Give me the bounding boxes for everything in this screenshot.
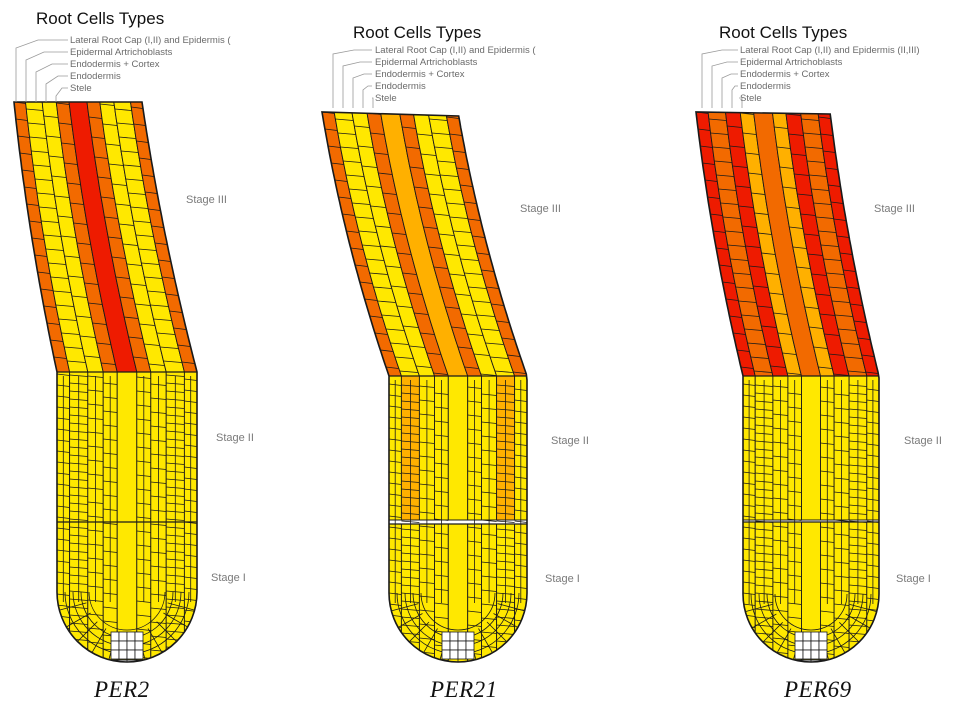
panel-per69: Root Cells Types Lateral Root Cap (I,II)… (696, 23, 942, 702)
root-cells (322, 112, 527, 662)
panel-title: Root Cells Types (36, 9, 164, 28)
legend-item-stele: Stele (740, 93, 762, 104)
root-diagram (696, 112, 879, 662)
gene-label: PER69 (783, 677, 852, 702)
stage-ii-label: Stage II (216, 432, 254, 444)
quiescent-centre (111, 632, 143, 659)
legend-item-artrichoblasts: Epidermal Artrichoblasts (70, 47, 173, 58)
tissue-column (448, 376, 467, 520)
legend-item-artrichoblasts: Epidermal Artrichoblasts (375, 57, 478, 68)
panel-title: Root Cells Types (719, 23, 847, 42)
root-diagram (14, 102, 197, 662)
tissue-column (117, 372, 137, 522)
legend-item-cap-epidermis: Lateral Root Cap (I,II) and Epidermis ( (70, 35, 231, 46)
panel-title: Root Cells Types (353, 23, 481, 42)
stage-iii-label: Stage III (186, 194, 227, 206)
legend-item-cortex: Endodermis + Cortex (740, 69, 830, 80)
legend-item-cortex: Endodermis + Cortex (375, 69, 465, 80)
root-cells (14, 102, 197, 662)
stage-i-label: Stage I (545, 573, 580, 585)
panel-per2: Root Cells Types Lateral Root Cap (I,II)… (14, 9, 254, 702)
stage-ii-label: Stage II (904, 435, 942, 447)
legend-item-cap-epidermis: Lateral Root Cap (I,II) and Epidermis (I… (740, 45, 920, 56)
legend-item-endodermis: Endodermis (70, 71, 121, 82)
root-diagram (322, 112, 527, 662)
legend-item-cortex: Endodermis + Cortex (70, 59, 160, 70)
legend-item-artrichoblasts: Epidermal Artrichoblasts (740, 57, 843, 68)
legend-item-endodermis: Endodermis (740, 81, 791, 92)
gene-label: PER21 (429, 677, 498, 702)
legend-item-stele: Stele (70, 83, 92, 94)
gene-label: PER2 (93, 677, 150, 702)
stage-ii-label: Stage II (551, 435, 589, 447)
legend-item-endodermis: Endodermis (375, 81, 426, 92)
legend-item-cap-epidermis: Lateral Root Cap (I,II) and Epidermis ( (375, 45, 536, 56)
stage-i-label: Stage I (211, 572, 246, 584)
legend: Lateral Root Cap (I,II) and Epidermis (I… (702, 45, 920, 108)
legend: Lateral Root Cap (I,II) and Epidermis ( … (16, 35, 231, 102)
tissue-column (802, 376, 821, 520)
quiescent-centre (795, 632, 827, 659)
stage-i-label: Stage I (896, 573, 931, 585)
root-cells (696, 112, 879, 662)
stage-iii-label: Stage III (874, 203, 915, 215)
panel-per21: Root Cells Types Lateral Root Cap (I,II)… (322, 23, 589, 702)
legend: Lateral Root Cap (I,II) and Epidermis ( … (333, 45, 536, 108)
quiescent-centre (442, 632, 474, 659)
stage-iii-label: Stage III (520, 203, 561, 215)
legend-item-stele: Stele (375, 93, 397, 104)
